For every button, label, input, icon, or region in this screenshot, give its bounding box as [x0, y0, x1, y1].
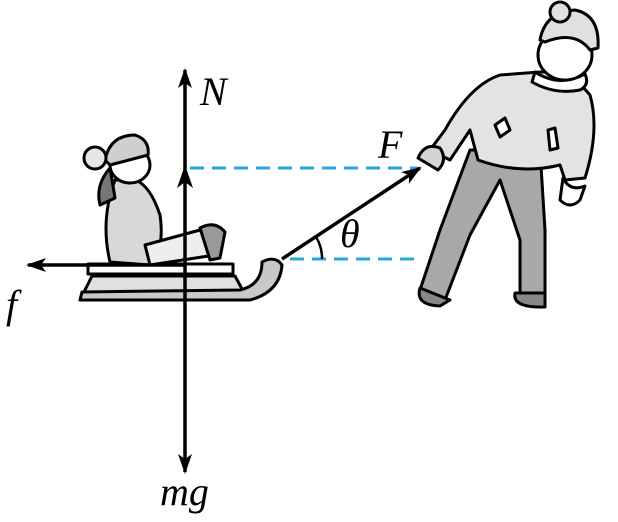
- angle-label: θ: [340, 211, 360, 256]
- girl-hair: [97, 166, 117, 207]
- normal-force-label: N: [199, 69, 229, 114]
- boy-figure: [416, 0, 600, 309]
- weight-label: mg: [160, 469, 209, 514]
- friction-label: f: [6, 282, 22, 327]
- boy-coat-pocket: [493, 116, 512, 139]
- boy-coat-pocket-2: [546, 126, 560, 152]
- applied-force-label: F: [377, 122, 403, 167]
- boy-legs: [418, 148, 547, 302]
- girl-hat: [103, 133, 150, 167]
- normal-force-component-arrowhead: [177, 165, 193, 188]
- boy-glove: [416, 144, 445, 172]
- boy-shoe-left: [417, 286, 452, 308]
- applied-force-arrow: [281, 166, 422, 261]
- boy-cuff-right: [558, 176, 587, 207]
- girl-hat-pompom: [82, 145, 108, 171]
- boy-hat-pompom: [548, 0, 572, 24]
- angle-arc: [314, 236, 324, 260]
- girl-boots: [198, 223, 227, 262]
- sled: [78, 257, 284, 302]
- girl-figure: [82, 133, 227, 267]
- boy-collar: [530, 70, 589, 93]
- boy-shoe-right: [513, 291, 547, 309]
- sled-runner: [78, 257, 284, 302]
